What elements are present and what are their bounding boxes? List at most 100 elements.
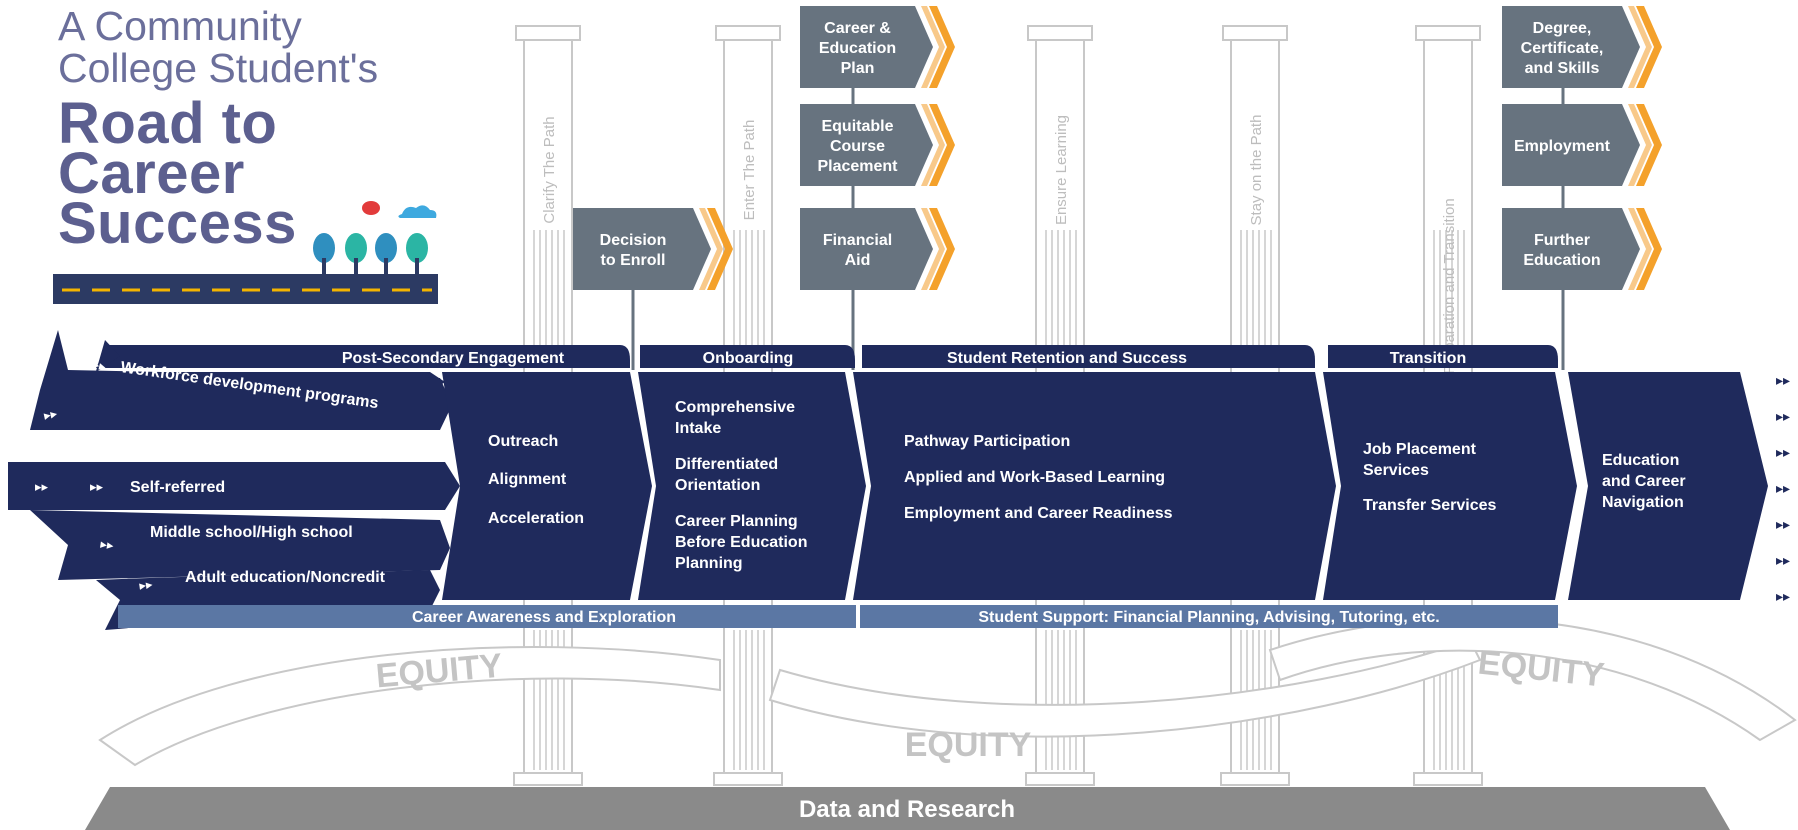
title-bold-2: Career [58,141,245,206]
block-texts: Outreach Alignment Acceleration Comprehe… [488,399,1686,572]
engagement-acceleration: Acceleration [488,510,584,527]
entry-paths: Workforce development programs Targeted … [8,330,460,630]
retention-pathway: Pathway Participation [904,433,1070,450]
cloud-icon [398,205,437,218]
double-arrow-icon: ▸▸ [1776,552,1790,568]
equity-ribbons: EQUITY EQUITY EQUITY [98,617,1797,767]
flag-financial-aid-label: Financial [823,232,892,249]
onboarding-orientation-1: Differentiated [675,456,778,473]
phase-label-engagement: Post-Secondary Engagement [342,350,565,367]
outflow-arrows: ▸▸ ▸▸ ▸▸ ▸▸ ▸▸ ▸▸ ▸▸ [1776,372,1790,604]
retention-applied: Applied and Work-Based Learning [904,469,1165,486]
career-awareness-bar [118,605,856,628]
transition-transfer: Transfer Services [1363,497,1497,514]
pillar-label: Enter The Path [741,120,758,221]
student-support-bar [860,605,1558,628]
onboarding-planning-3: Planning [675,555,743,572]
double-arrow-icon: ▸▸ [1776,372,1790,388]
flag-decision-to-enroll-label: to Enroll [601,252,666,269]
pillar-label: Ensure Learning [1053,115,1070,225]
phase-headers: Post-Secondary Engagement Onboarding Stu… [96,345,1558,368]
entry-path-community: Targeted community programs [145,432,380,449]
flag-further-education-label: Education [1523,252,1600,269]
tree-icon [313,233,335,274]
phase-header-transition [1328,345,1558,368]
flag-career-education-plan-label: Career & [824,20,891,37]
flag-course-placement-label: Course [830,138,885,155]
onboarding-intake-1: Comprehensive [675,399,795,416]
entry-path-arrow [30,510,450,580]
engagement-alignment: Alignment [488,471,567,488]
transition-job-2: Services [1363,462,1429,479]
tree-icon [375,233,397,274]
entry-path-arrow [8,462,460,510]
block-engagement [442,372,652,600]
entry-path-arrow [30,330,452,430]
data-research-foundation [85,787,1730,830]
student-support-label: Student Support: Financial Planning, Adv… [978,609,1439,626]
flag-career-education-plan-label: Education [819,40,896,57]
flag-career-education-plan-label: Plan [841,60,875,77]
balloon-icon [362,201,380,215]
career-awareness-label: Career Awareness and Exploration [412,609,676,626]
retention-readiness: Employment and Career Readiness [904,505,1173,522]
phase-label-retention: Student Retention and Success [947,350,1187,367]
pillar-label: Stay on the Path [1248,115,1265,226]
double-arrow-icon: ▸▸ [1776,408,1790,424]
flag-degree-certificate-label: Certificate, [1521,40,1604,57]
flag-degree-certificate: Degree, Certificate, and Skills [1502,6,1662,88]
onboarding-planning-1: Career Planning [675,513,798,530]
entry-path-self: Self-referred [130,479,225,496]
phase-header-onboarding [640,345,855,368]
double-arrow-icon: ▸▸ [1776,588,1790,604]
engagement-outreach: Outreach [488,433,558,450]
double-arrow-icon: ▸▸ [35,479,49,494]
pillar-label: Clarify The Path [541,116,558,223]
entry-path-school: Middle school/High school [150,524,353,541]
flag-degree-certificate-label: and Skills [1525,60,1600,77]
equity-ribbon [98,646,721,767]
flag-decision-to-enroll-label: Decision [600,232,667,249]
double-arrow-icon: ▸▸ [100,536,115,553]
title-bold-1: Road to [58,91,278,156]
flag-degree-certificate-label: Degree, [1533,20,1592,37]
stage-blocks [442,372,1768,600]
double-arrow-icon: ▸▸ [1776,480,1790,496]
block-retention [853,372,1336,600]
title-line-2: College Student's [58,45,379,91]
phase-header-engagement [96,345,630,368]
equity-label: EQUITY [905,726,1032,764]
double-arrow-icon: ▸▸ [47,548,63,565]
navigation-line-3: Navigation [1602,494,1684,511]
foundation-label: Data and Research [799,796,1015,823]
navigation-line-2: and Career [1602,473,1686,490]
entry-path-adult: Adult education/Noncredit [185,569,386,586]
onboarding-orientation-2: Orientation [675,477,760,494]
double-arrow-icon: ▸▸ [1776,516,1790,532]
navigation-line-1: Education [1602,452,1679,469]
tree-icon [406,233,428,274]
onboarding-intake-2: Intake [675,420,721,437]
double-arrow-icon: ▸▸ [101,591,117,608]
block-onboarding [638,372,866,600]
phase-label-transition: Transition [1390,350,1466,367]
flag-financial-aid-label: Aid [845,252,871,269]
title-bold-3: Success [58,191,297,256]
block-transition [1323,372,1577,600]
road-illustration [53,201,438,304]
double-arrow-icon: ▸▸ [43,405,59,422]
support-bars: Career Awareness and Exploration Student… [118,605,1558,628]
flag-decision-to-enroll: Decision to Enroll [573,208,733,290]
flag-further-education-label: Further [1534,232,1590,249]
flag-course-placement-label: Placement [817,158,898,175]
double-arrow-icon: ▸▸ [91,356,108,374]
title-line-1: A Community [58,3,302,49]
block-navigation [1568,372,1768,600]
